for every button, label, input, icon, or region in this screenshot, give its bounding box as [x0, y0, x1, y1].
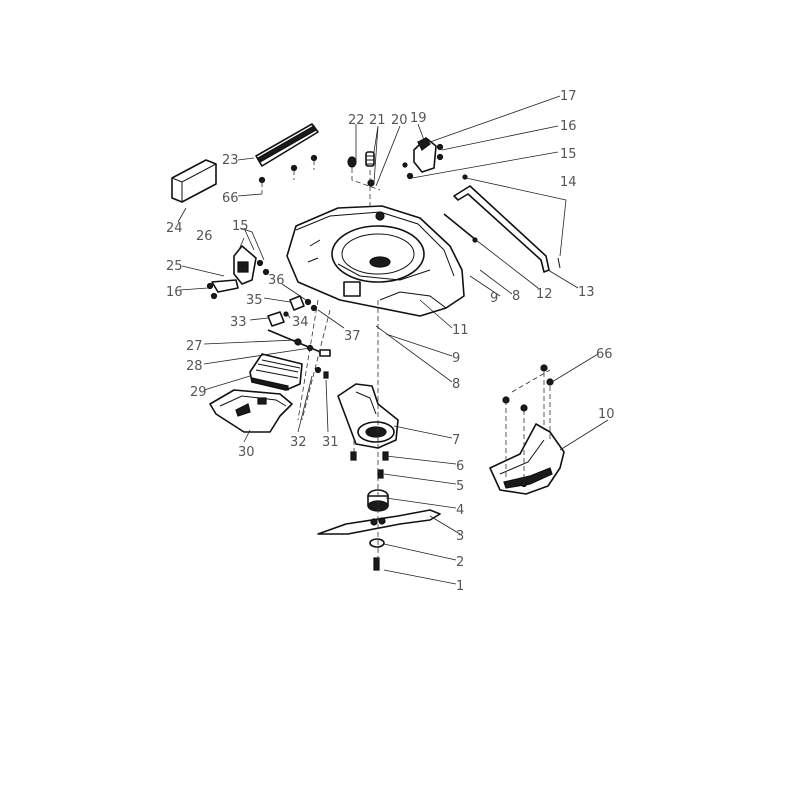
label-part-16-left: 16 [166, 285, 183, 300]
assembly-lines [261, 160, 551, 560]
part-number-labels: 1 2 3 4 5 6 7 8 9 11 9 8 12 13 14 15 16 … [166, 89, 615, 594]
part-24-bag-cover [171, 159, 217, 203]
label-part-10: 10 [598, 407, 615, 422]
label-part-8-lower: 8 [452, 377, 460, 392]
label-part-28: 28 [186, 359, 203, 374]
label-part-37: 37 [344, 329, 361, 344]
part-17-bracket-right [402, 137, 444, 180]
part-31-32-fasteners [314, 366, 329, 379]
part-23-rear-flap [255, 123, 319, 184]
label-part-19: 19 [410, 111, 427, 126]
label-part-6: 6 [456, 459, 464, 474]
label-part-24: 24 [166, 221, 183, 236]
part-66-screws-right [502, 364, 554, 412]
label-part-25: 25 [166, 259, 183, 274]
label-part-9-lower: 9 [452, 351, 460, 366]
label-part-2: 2 [456, 555, 464, 570]
label-part-36: 36 [268, 273, 285, 288]
label-part-66-left: 66 [222, 191, 239, 206]
label-part-27: 27 [186, 339, 203, 354]
label-part-20: 20 [391, 113, 408, 128]
part-5-key [377, 469, 384, 479]
label-part-9-upper: 9 [490, 291, 498, 306]
part-2-washer [369, 538, 385, 548]
label-part-21: 21 [369, 113, 386, 128]
label-part-8-upper: 8 [512, 289, 520, 304]
label-part-3: 3 [456, 529, 464, 544]
label-part-14: 14 [560, 175, 577, 190]
label-part-26: 26 [196, 229, 213, 244]
label-part-22: 22 [348, 113, 365, 128]
label-part-16-right: 16 [560, 119, 577, 134]
label-part-35: 35 [246, 293, 263, 308]
label-part-17: 17 [560, 89, 577, 104]
part-26-25-left-bracket [206, 245, 270, 300]
leader-lines [177, 95, 609, 585]
label-part-33: 33 [230, 315, 247, 330]
part-35-37-clips [283, 295, 318, 317]
label-part-34: 34 [292, 315, 309, 330]
label-part-13: 13 [578, 285, 595, 300]
label-part-5: 5 [456, 479, 464, 494]
label-part-11: 11 [452, 323, 469, 338]
part-27-28-axle [267, 329, 331, 357]
part-29-guard [249, 353, 303, 391]
part-7-motor-mount [337, 383, 399, 449]
label-part-7: 7 [452, 433, 460, 448]
part-6-screws [350, 451, 389, 461]
label-part-32: 32 [290, 435, 307, 450]
label-part-1: 1 [456, 579, 464, 594]
label-part-23: 23 [222, 153, 239, 168]
label-part-15-left: 15 [232, 219, 249, 234]
part-33-block [267, 311, 285, 327]
part-11-deck [286, 205, 465, 317]
label-part-4: 4 [456, 503, 464, 518]
part-30-chute [209, 389, 293, 433]
part-14-12-13-rods [443, 174, 561, 273]
label-part-66-right: 66 [596, 347, 613, 362]
label-part-12: 12 [536, 287, 553, 302]
label-part-31: 31 [322, 435, 339, 450]
part-3-blade [317, 509, 441, 535]
label-part-15-right: 15 [560, 147, 577, 162]
part-1-bolt [373, 557, 380, 571]
label-part-29: 29 [190, 385, 207, 400]
label-part-30: 30 [238, 445, 255, 460]
part-10-front-cover [489, 423, 565, 495]
